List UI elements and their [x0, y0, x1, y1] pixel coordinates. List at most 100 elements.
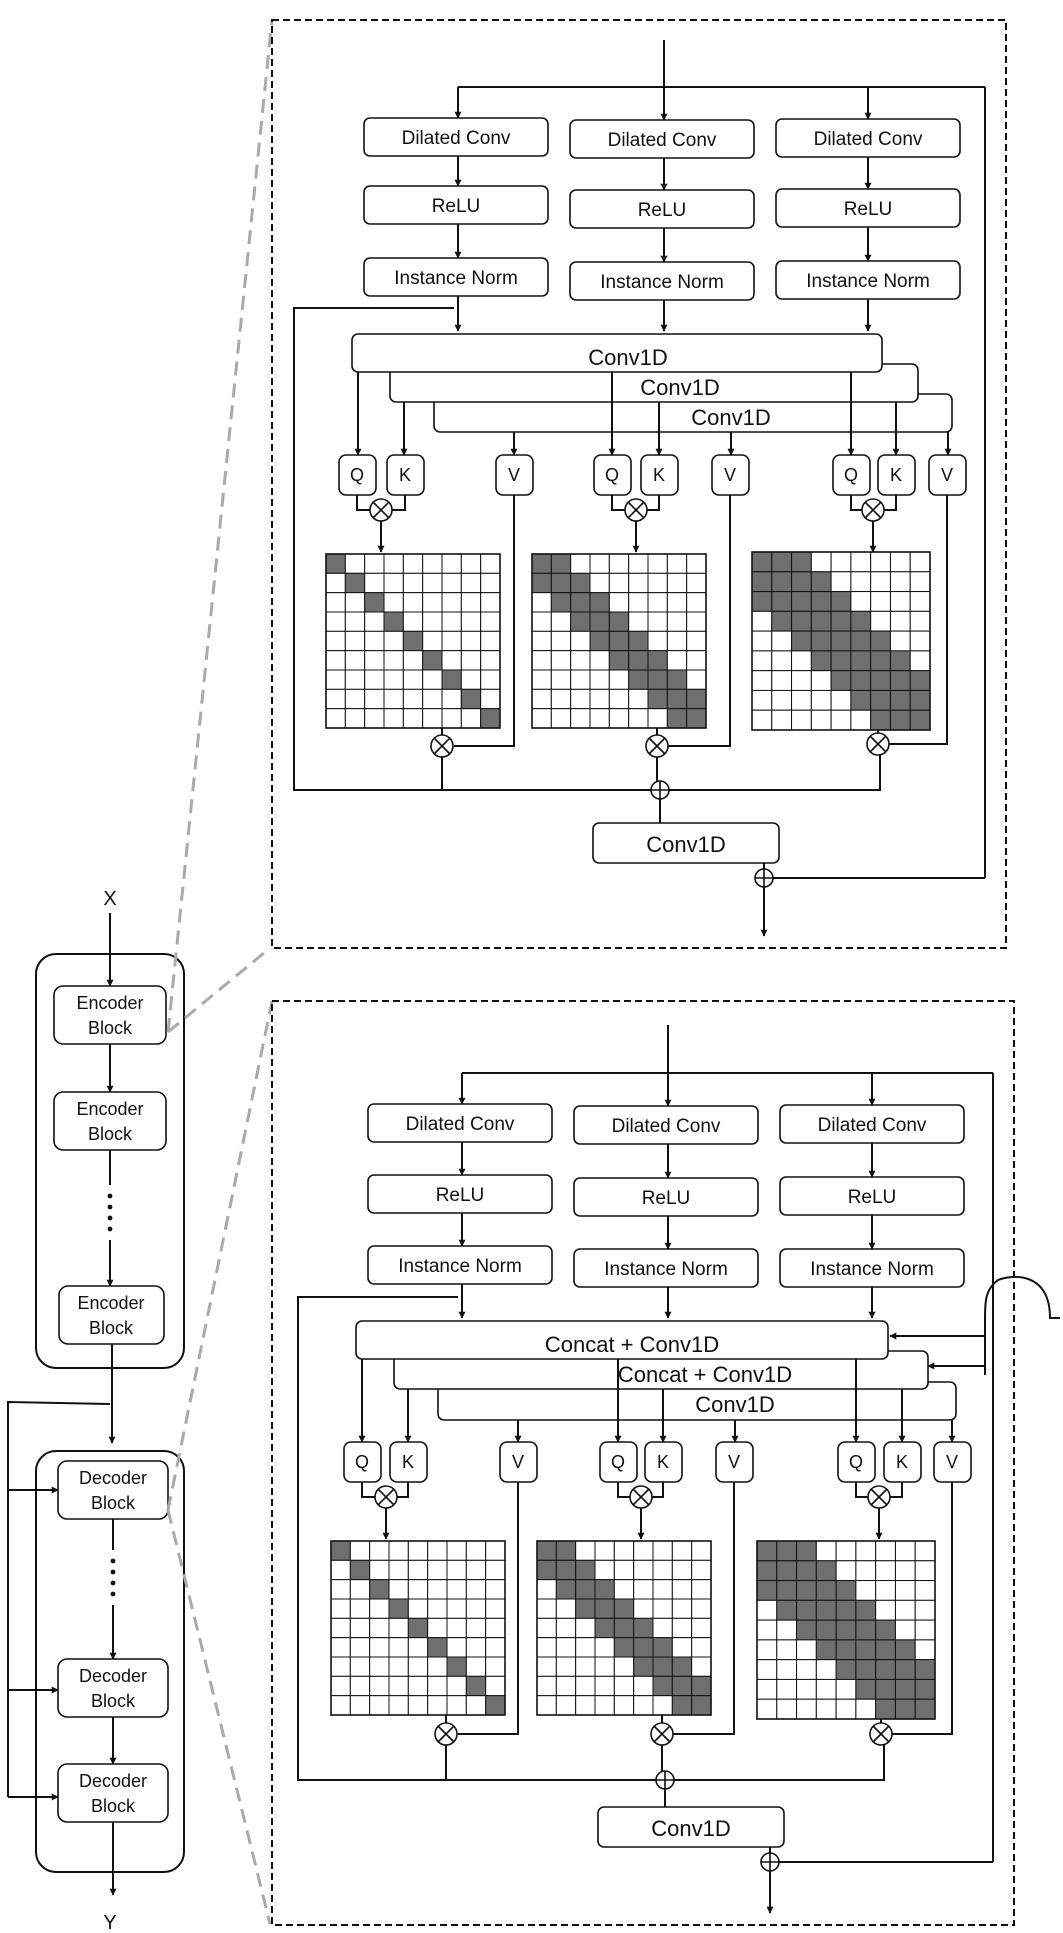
v-label: V	[724, 465, 736, 485]
mask-cell-empty	[460, 630, 482, 652]
v-box[interactable]: V	[495, 454, 534, 496]
q-box[interactable]: Q	[338, 454, 377, 496]
v-box[interactable]: V	[928, 454, 967, 496]
mask-cell-empty	[776, 1619, 798, 1641]
k-box[interactable]: K	[386, 454, 425, 496]
mask-cell-filled	[830, 630, 852, 652]
relu-block[interactable]: ReLU	[775, 188, 961, 228]
mask-cell-empty	[810, 670, 832, 691]
conv1d-projection-3[interactable]: Conv1D	[437, 1381, 957, 1421]
mask-cell-empty	[686, 592, 707, 613]
k-box[interactable]: K	[883, 1441, 922, 1483]
k-box[interactable]: K	[877, 454, 916, 496]
q-box[interactable]: Q	[599, 1441, 638, 1483]
mask-cell-empty	[671, 1559, 693, 1581]
instance-norm-block[interactable]: Instance Norm	[779, 1248, 965, 1288]
decoder-detail-frame	[271, 1000, 1015, 1926]
decoder-block[interactable]: Decoder Block	[57, 1763, 169, 1823]
instance-norm-block[interactable]: Instance Norm	[569, 261, 755, 301]
v-box[interactable]: V	[715, 1441, 754, 1483]
q-box[interactable]: Q	[343, 1441, 382, 1483]
mask-cell-filled	[555, 1579, 577, 1600]
mask-frame	[536, 1540, 712, 1716]
mask-cell-filled	[870, 670, 891, 691]
mask-cell-filled	[850, 650, 872, 672]
mask-cell-empty	[575, 1617, 596, 1639]
conv1d-projection-3[interactable]: Conv1D	[433, 393, 953, 433]
mask-cell-filled	[756, 1580, 778, 1601]
mask-cell-empty	[441, 630, 462, 652]
dilated-conv-block[interactable]: Dilated Conv	[573, 1105, 759, 1145]
q-box[interactable]: Q	[832, 454, 871, 496]
mask-cell-empty	[427, 1540, 448, 1561]
decoder-block-line1: Decoder	[79, 1666, 147, 1686]
mask-cell-empty	[349, 1540, 371, 1561]
output-conv1d-block[interactable]: Conv1D	[592, 822, 780, 864]
relu-block[interactable]: ReLU	[779, 1176, 965, 1216]
k-box[interactable]: K	[644, 1441, 683, 1483]
decoder-block[interactable]: Decoder Block	[57, 1460, 169, 1520]
mask-cell-filled	[875, 1698, 896, 1720]
instance-norm-block[interactable]: Instance Norm	[363, 257, 549, 297]
dilated-conv-block[interactable]: Dilated Conv	[775, 118, 961, 158]
encoder-block[interactable]: Encoder Block	[53, 1091, 167, 1151]
q-box[interactable]: Q	[593, 454, 632, 496]
concat-conv1d-projection-2[interactable]: Concat + Conv1D	[393, 1350, 929, 1390]
mask-cell-empty	[671, 1579, 693, 1600]
mask-cell-filled	[446, 1656, 467, 1677]
relu-block[interactable]: ReLU	[363, 185, 549, 225]
output-conv1d-block[interactable]: Conv1D	[597, 1806, 785, 1848]
mask-cell-empty	[344, 669, 366, 690]
mask-cell-filled	[875, 1678, 896, 1700]
k-box[interactable]: K	[640, 454, 679, 496]
mask-cell-empty	[330, 1579, 351, 1600]
mask-cell-empty	[480, 553, 501, 574]
decoder-block[interactable]: Decoder Block	[57, 1658, 169, 1718]
mask-cell-empty	[536, 1579, 557, 1600]
mask-cell-filled	[666, 708, 688, 729]
mask-cell-filled	[480, 708, 501, 729]
instance-norm-label: Instance Norm	[398, 1256, 522, 1277]
conv1d-projection-1[interactable]: Conv1D	[351, 333, 883, 373]
mask-cell-filled	[791, 630, 812, 652]
mask-cell-filled	[608, 630, 630, 652]
mask-cell-filled	[914, 1678, 936, 1700]
dilated-conv-block[interactable]: Dilated Conv	[779, 1104, 965, 1144]
mask-cell-empty	[531, 592, 552, 613]
mask-cell-empty	[402, 688, 424, 710]
attention-mask-grid	[536, 1540, 712, 1716]
mask-cell-filled	[402, 630, 424, 652]
mask-cell-empty	[325, 708, 346, 729]
v-box[interactable]: V	[711, 454, 750, 496]
concat-conv1d-projection-1[interactable]: Concat + Conv1D	[355, 1320, 889, 1360]
v-box[interactable]: V	[933, 1441, 972, 1483]
k-box[interactable]: K	[389, 1441, 428, 1483]
mask-cell-empty	[870, 551, 891, 573]
multiply-icon	[629, 1485, 653, 1509]
instance-norm-block[interactable]: Instance Norm	[573, 1248, 759, 1288]
relu-block[interactable]: ReLU	[573, 1177, 759, 1217]
q-box[interactable]: Q	[837, 1441, 876, 1483]
mask-cell-empty	[608, 592, 630, 613]
mask-cell-filled	[633, 1637, 654, 1658]
mask-cell-empty	[427, 1675, 448, 1697]
encoder-block-line2: Block	[88, 1018, 133, 1038]
mask-cell-empty	[407, 1656, 429, 1677]
encoder-block[interactable]: Encoder Block	[53, 985, 167, 1045]
dilated-conv-block[interactable]: Dilated Conv	[363, 117, 549, 157]
dilated-conv-block[interactable]: Dilated Conv	[367, 1103, 553, 1143]
mask-cell-empty	[555, 1637, 577, 1658]
mask-cell-empty	[369, 1617, 390, 1639]
instance-norm-block[interactable]: Instance Norm	[775, 260, 961, 300]
v-box[interactable]: V	[499, 1441, 538, 1483]
relu-block[interactable]: ReLU	[367, 1174, 553, 1214]
relu-block[interactable]: ReLU	[569, 189, 755, 229]
dilated-conv-block[interactable]: Dilated Conv	[569, 119, 755, 159]
mask-cell-empty	[647, 592, 668, 613]
instance-norm-block[interactable]: Instance Norm	[367, 1245, 553, 1285]
encoder-block[interactable]: Encoder Block	[58, 1285, 165, 1345]
mask-cell-empty	[485, 1598, 506, 1619]
relu-label: ReLU	[642, 1188, 691, 1209]
mask-cell-filled	[575, 1559, 596, 1581]
mask-cell-empty	[369, 1559, 390, 1581]
